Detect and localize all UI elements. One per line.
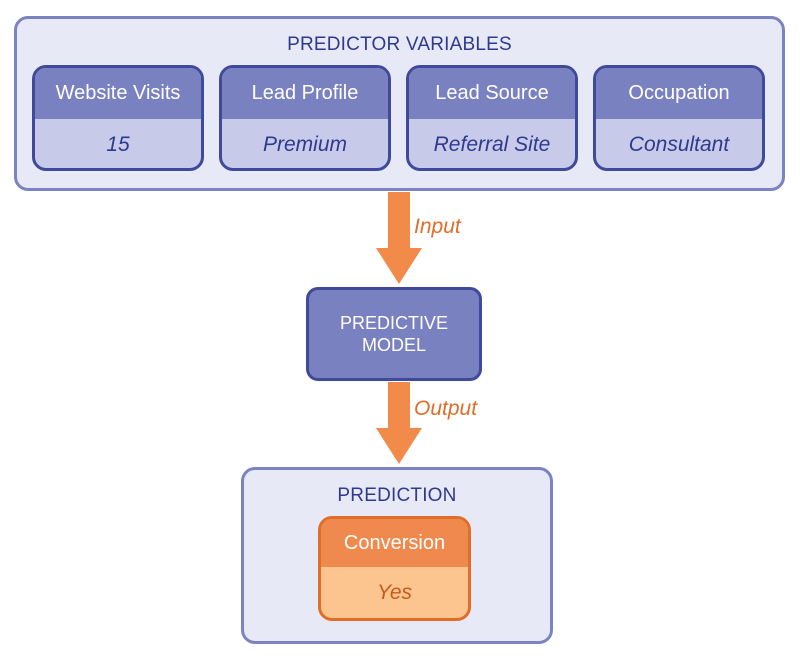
variable-card-lead-profile: Lead Profile Premium: [219, 65, 391, 171]
variable-label: Occupation: [596, 68, 762, 119]
variable-label: Lead Source: [409, 68, 575, 119]
model-title-line1: PREDICTIVE: [339, 313, 449, 333]
variable-value: 15: [106, 133, 130, 156]
variable-value: Premium: [262, 133, 347, 156]
output-label: Output: [414, 397, 478, 420]
variable-value: Consultant: [628, 133, 730, 156]
result-value: Yes: [376, 580, 413, 604]
variable-label: Lead Profile: [222, 68, 388, 119]
prediction-result-card: Conversion Yes: [318, 516, 471, 621]
variable-value: Referral Site: [433, 133, 551, 156]
variable-card-occupation: Occupation Consultant: [593, 65, 765, 171]
input-label: Input: [414, 215, 461, 238]
result-label: Conversion: [321, 519, 468, 567]
variable-label: Website Visits: [35, 68, 201, 119]
prediction-title: PREDICTION: [337, 485, 457, 506]
predictive-model-box: PREDICTIVE MODEL: [306, 287, 482, 381]
variable-card-website-visits: Website Visits 15: [32, 65, 204, 171]
model-title-line2: MODEL: [361, 335, 426, 355]
predictor-variables-title: PREDICTOR VARIABLES: [287, 34, 512, 55]
output-arrow-icon: [376, 382, 422, 464]
variable-card-lead-source: Lead Source Referral Site: [406, 65, 578, 171]
input-arrow-icon: [376, 192, 422, 284]
